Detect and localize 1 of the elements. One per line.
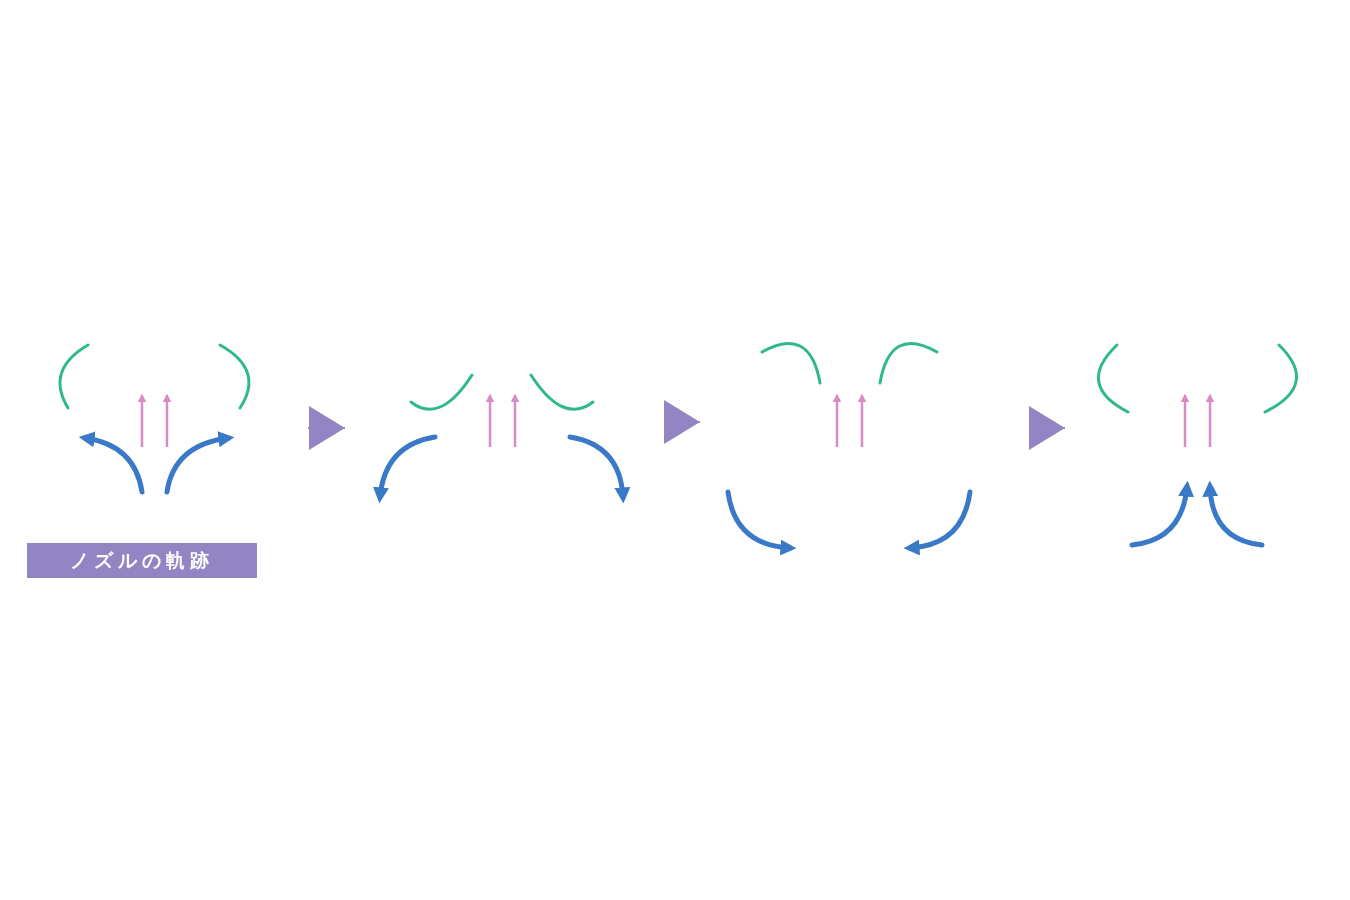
caption-label: ノズルの軌跡 bbox=[27, 543, 257, 578]
